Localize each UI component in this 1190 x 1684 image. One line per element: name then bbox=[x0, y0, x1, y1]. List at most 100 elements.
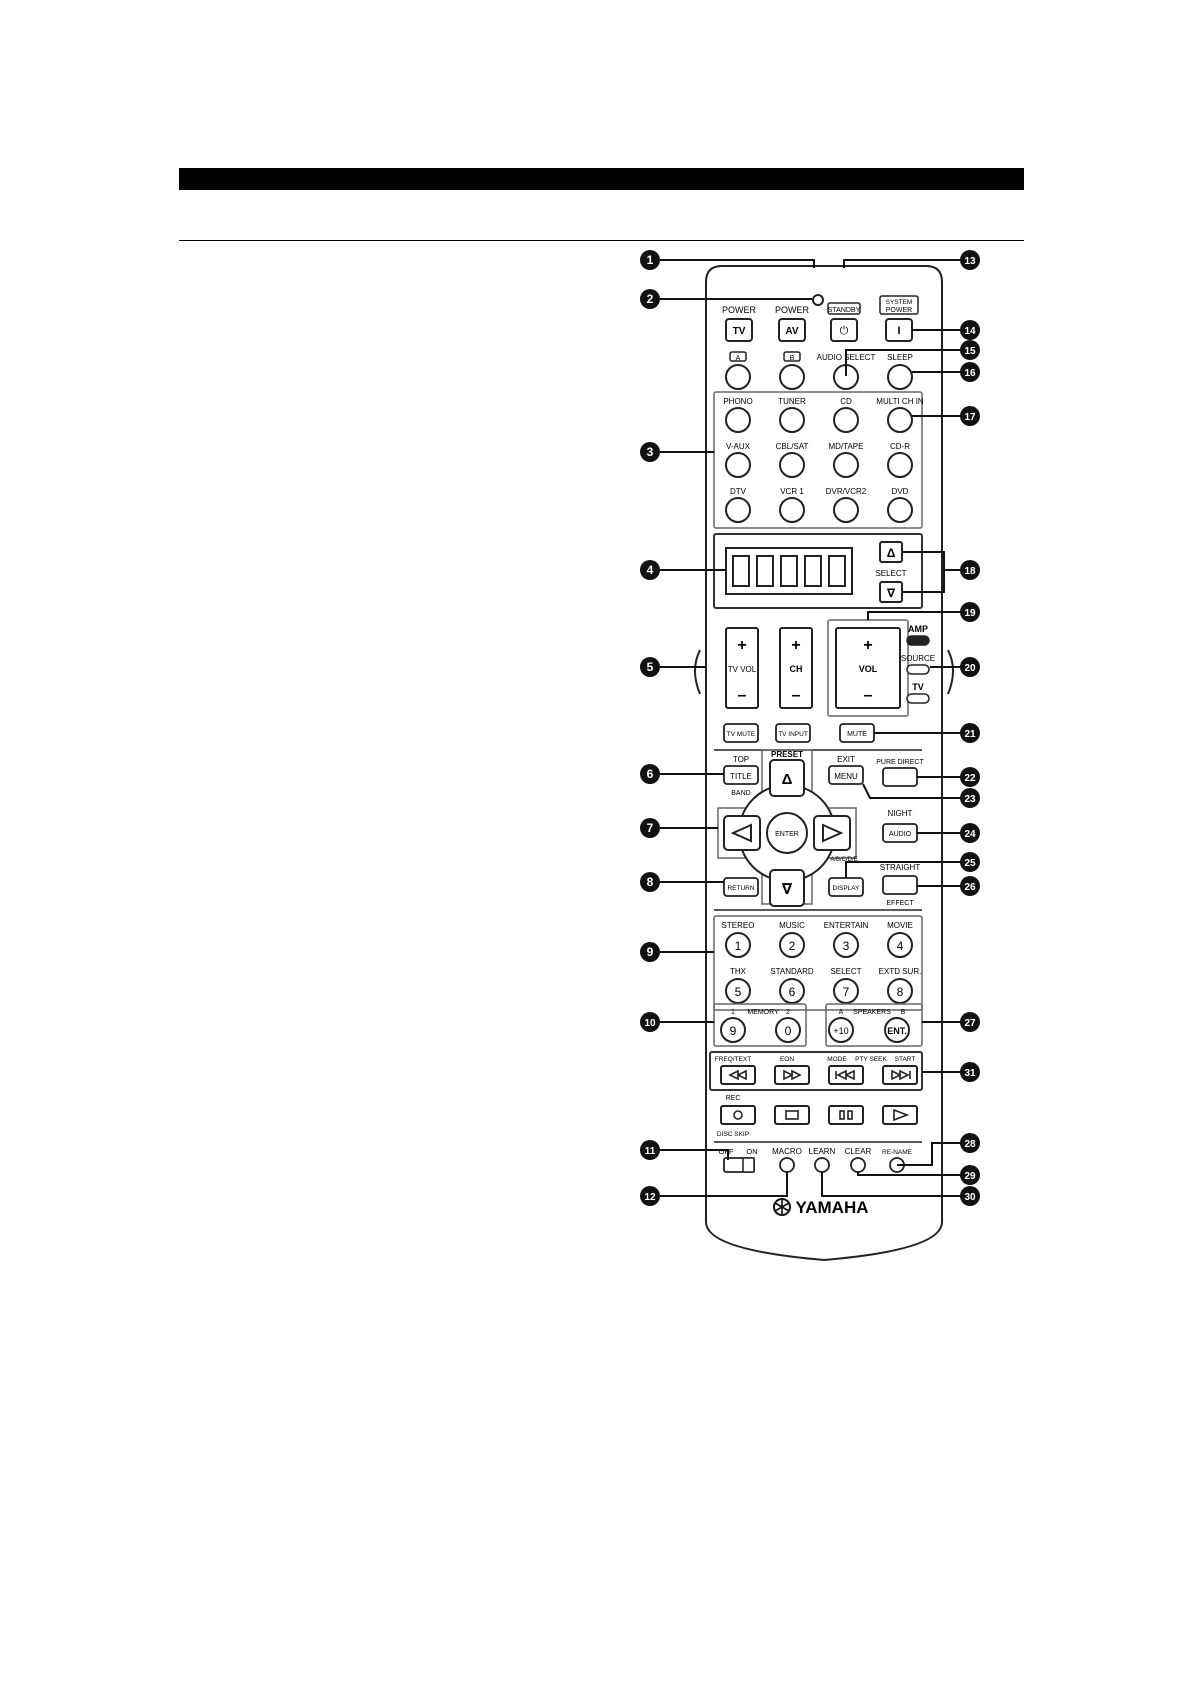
input-button-4[interactable] bbox=[725, 452, 751, 478]
clear-label: CLEAR bbox=[845, 1147, 872, 1156]
input-button-0[interactable] bbox=[725, 407, 751, 433]
dsp-button-3[interactable] bbox=[887, 932, 913, 958]
source-mode-button[interactable] bbox=[906, 664, 930, 675]
macro-button[interactable] bbox=[779, 1157, 795, 1173]
learn-button[interactable] bbox=[814, 1157, 830, 1173]
disc-skip-label: DISC SKIP bbox=[717, 1131, 749, 1138]
input-button-9[interactable] bbox=[779, 497, 805, 523]
select-down-icon: ∇ bbox=[887, 586, 896, 600]
input-button-10[interactable] bbox=[833, 497, 859, 523]
amp-mode-button[interactable] bbox=[906, 635, 930, 646]
input-button-2[interactable] bbox=[833, 407, 859, 433]
callout-27-number: 27 bbox=[964, 1018, 976, 1029]
enter-button[interactable] bbox=[766, 812, 808, 854]
input-button-8[interactable] bbox=[725, 497, 751, 523]
cursor-left-icon bbox=[730, 823, 752, 843]
power-av-caption: POWER bbox=[775, 305, 810, 315]
tv-mode-button[interactable] bbox=[906, 693, 930, 704]
mute-label: MUTE bbox=[847, 731, 867, 738]
callout-31-number: 31 bbox=[964, 1068, 976, 1079]
vol-rocker[interactable] bbox=[835, 627, 901, 709]
input-button-1[interactable] bbox=[779, 407, 805, 433]
callout-29-number: 29 bbox=[964, 1171, 976, 1182]
row2-button-3[interactable] bbox=[887, 364, 913, 390]
dsp-button-7[interactable] bbox=[887, 978, 913, 1004]
lcd-digit bbox=[756, 555, 774, 587]
select-up-icon: Δ bbox=[887, 546, 896, 560]
key-9-button[interactable] bbox=[720, 1017, 746, 1043]
top-label: TOP bbox=[733, 755, 749, 764]
dsp-label-5: STANDARD bbox=[770, 967, 814, 976]
input-button-6[interactable] bbox=[833, 452, 859, 478]
dsp-label-2: ENTERTAIN bbox=[824, 921, 869, 930]
pause-icon bbox=[839, 1110, 853, 1120]
rec-icon bbox=[733, 1110, 743, 1120]
mode-label: MODE bbox=[827, 1056, 847, 1063]
callout-23-marker bbox=[960, 788, 980, 808]
callout-24-marker bbox=[960, 823, 980, 843]
plus10-label: +10 bbox=[833, 1026, 848, 1036]
stop-button[interactable] bbox=[774, 1105, 810, 1125]
callout-21-marker bbox=[960, 723, 980, 743]
callout-20-marker bbox=[960, 657, 980, 677]
pause-button[interactable] bbox=[828, 1105, 864, 1125]
input-button-5[interactable] bbox=[779, 452, 805, 478]
tv-vol-label: TV VOL bbox=[728, 665, 757, 674]
callout-19-number: 19 bbox=[964, 608, 976, 619]
eon-label: EON bbox=[780, 1056, 794, 1063]
ent-button[interactable] bbox=[884, 1017, 910, 1043]
cursor-left-button[interactable] bbox=[723, 815, 761, 851]
callout-13-number: 13 bbox=[964, 256, 976, 267]
input-label-5: CBL/SAT bbox=[776, 442, 809, 451]
tv-input-button[interactable] bbox=[775, 723, 811, 743]
ch-rocker[interactable] bbox=[779, 627, 813, 709]
dsp-button-1[interactable] bbox=[779, 932, 805, 958]
callout-14-number: 14 bbox=[964, 326, 976, 337]
pure-direct-button[interactable] bbox=[882, 767, 918, 787]
row2-button-1[interactable] bbox=[779, 364, 805, 390]
dsp-button-6[interactable] bbox=[833, 978, 859, 1004]
menu-label: MENU bbox=[834, 772, 858, 781]
input-button-11[interactable] bbox=[887, 497, 913, 523]
off-label: OFF bbox=[719, 1147, 734, 1156]
rec-button[interactable] bbox=[720, 1105, 756, 1125]
source-mode-label: SOURCE bbox=[901, 654, 935, 663]
input-label-1: TUNER bbox=[778, 397, 806, 406]
row2-button-0[interactable] bbox=[725, 364, 751, 390]
pure-direct-label: PURE DIRECT bbox=[876, 759, 924, 766]
power-tv-button[interactable] bbox=[725, 318, 753, 342]
clear-button[interactable] bbox=[850, 1157, 866, 1173]
cursor-right-button[interactable] bbox=[813, 815, 851, 851]
callout-18-number: 18 bbox=[964, 566, 976, 577]
callout-5-number: 5 bbox=[647, 660, 654, 674]
callout-1-marker bbox=[640, 250, 660, 270]
menu-button[interactable] bbox=[828, 765, 864, 785]
plus10-button[interactable] bbox=[828, 1017, 854, 1043]
tv-vol-rocker[interactable] bbox=[725, 627, 759, 709]
dsp-button-4[interactable] bbox=[725, 978, 751, 1004]
cursor-down-button[interactable] bbox=[769, 869, 805, 907]
tv-mute-button[interactable] bbox=[723, 723, 759, 743]
tv-mode-label: TV bbox=[912, 682, 924, 692]
callout-13-marker bbox=[960, 250, 980, 270]
macro-switch-knob bbox=[742, 1157, 755, 1173]
dsp-button-0[interactable] bbox=[725, 932, 751, 958]
callout-28-marker bbox=[960, 1133, 980, 1153]
input-label-9: VCR 1 bbox=[780, 487, 804, 496]
cursor-up-button[interactable] bbox=[769, 759, 805, 797]
key-0-button[interactable] bbox=[775, 1017, 801, 1043]
dsp-number-1: 2 bbox=[789, 939, 796, 953]
dsp-button-5[interactable] bbox=[779, 978, 805, 1004]
input-button-3[interactable] bbox=[887, 407, 913, 433]
standby-button[interactable] bbox=[830, 318, 858, 342]
callout-11-number: 11 bbox=[645, 1146, 656, 1157]
callout-16-marker bbox=[960, 362, 980, 382]
return-button[interactable] bbox=[723, 877, 759, 897]
play-button[interactable] bbox=[882, 1105, 918, 1125]
straight-button[interactable] bbox=[882, 875, 918, 895]
power-av-button[interactable] bbox=[778, 318, 806, 342]
speaker-a-label-box bbox=[729, 351, 747, 362]
dsp-label-1: MUSIC bbox=[779, 921, 805, 930]
dsp-button-2[interactable] bbox=[833, 932, 859, 958]
input-button-7[interactable] bbox=[887, 452, 913, 478]
